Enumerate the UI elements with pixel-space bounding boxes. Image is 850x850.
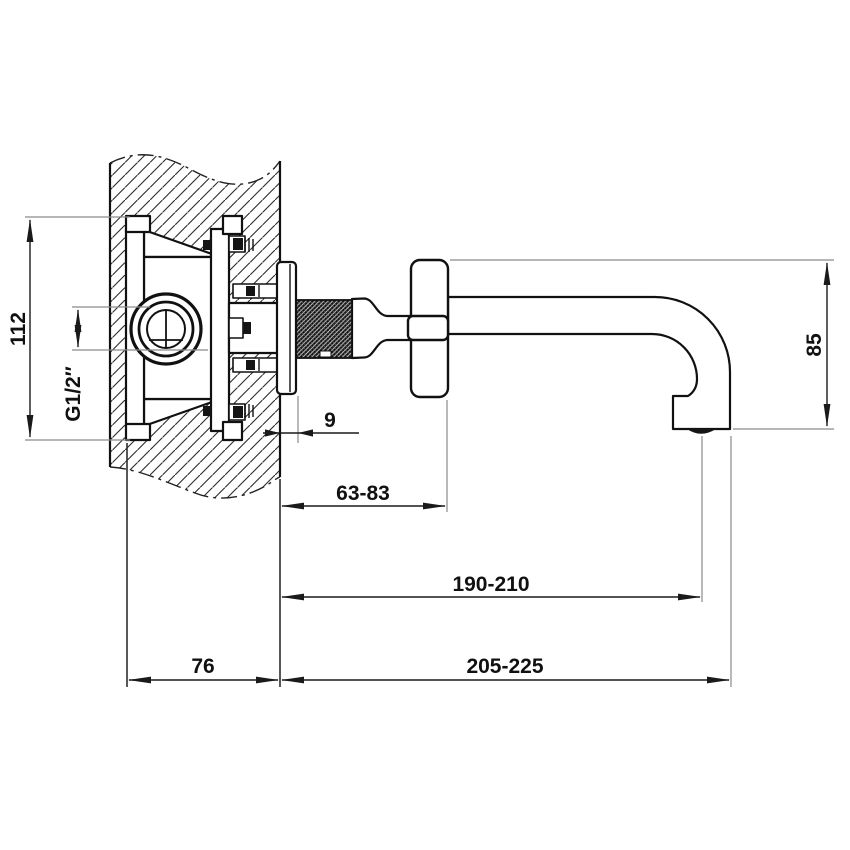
valve-block-top	[221, 214, 244, 236]
dim-label-valve-height: 112	[7, 312, 30, 346]
dim-wall-to-outlet: 190-210	[281, 436, 703, 602]
wall-break-line-top	[109, 154, 281, 185]
dim-built-in-depth: 76	[128, 655, 279, 684]
inlet-fitting-top	[232, 283, 280, 299]
dim-label-wall-to-outlet: 190-210	[452, 573, 529, 596]
cross-handle-hub	[406, 314, 450, 342]
inlet-fitting-bottom	[232, 357, 280, 373]
dim-label-built-in-depth: 76	[191, 655, 214, 678]
dim-escutcheon-depth: 9	[263, 396, 359, 443]
escutcheon	[275, 260, 298, 396]
mounting-screw-top	[203, 235, 254, 253]
valve-front-plate	[209, 227, 231, 433]
dim-label-wall-to-handle: 63-83	[336, 482, 390, 505]
dim-wall-to-spout-end: 205-225	[281, 655, 730, 684]
wall-break-line-bottom	[109, 466, 281, 499]
valve-flange-cap-bottom	[124, 422, 152, 442]
in-wall-valve-body	[124, 214, 281, 442]
stem-screw	[228, 317, 244, 339]
spout-assembly	[275, 258, 732, 434]
dim-inlet-thread: G1/2″	[62, 306, 208, 422]
knurled-collar	[295, 299, 353, 359]
valve-flange-cap-top	[124, 214, 152, 234]
dim-label-inlet-thread: G1/2″	[62, 366, 85, 422]
stem-screw-head	[243, 322, 251, 334]
aerator	[687, 429, 716, 434]
valve-cartridge	[129, 292, 203, 366]
dim-label-wall-to-spout-end: 205-225	[466, 655, 543, 678]
dim-valve-height: 112	[7, 216, 130, 441]
dim-label-escutcheon-depth: 9	[324, 409, 336, 432]
dimension-annotations: 112 G1/2″ 9 63-83 190-210	[7, 216, 834, 687]
dim-wall-to-handle: 63-83	[281, 400, 448, 512]
dim-spout-drop-height: 85	[450, 259, 834, 430]
knurl-notch	[319, 350, 332, 358]
dim-label-spout-drop-height: 85	[803, 333, 826, 357]
mounting-screw-bottom	[203, 403, 254, 421]
spout-tube	[446, 295, 732, 431]
valve-block-bottom	[221, 420, 244, 442]
